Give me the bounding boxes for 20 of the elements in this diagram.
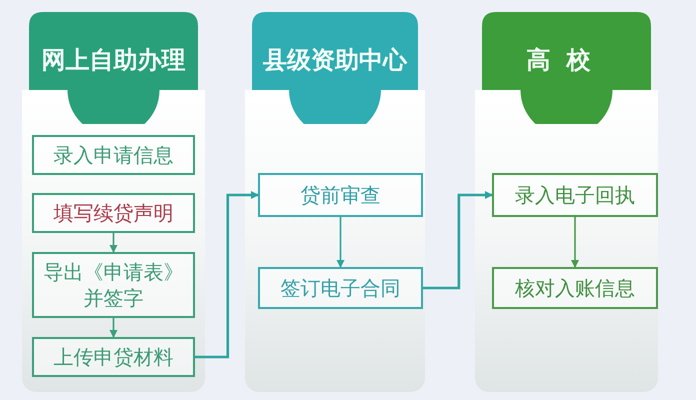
arrow xyxy=(423,191,493,290)
column-panel xyxy=(245,12,425,392)
column-panel xyxy=(22,12,205,392)
step-box: 上传申贷材料 xyxy=(32,337,195,377)
arrow xyxy=(110,233,118,253)
step-box: 填写续贷声明 xyxy=(32,193,195,233)
step-box: 录入申请信息 xyxy=(32,135,195,175)
arrow xyxy=(110,318,118,338)
arrow xyxy=(195,191,259,358)
step-box: 签订电子合同 xyxy=(258,267,423,309)
header-tab: 县级资助中心 xyxy=(252,12,418,124)
header-tab: 高校 xyxy=(482,12,651,124)
step-box: 导出《申请表》并签字 xyxy=(32,252,195,318)
arrow xyxy=(336,217,344,268)
step-box: 贷前审查 xyxy=(258,173,423,217)
header-tab: 网上自助办理 xyxy=(29,12,198,124)
step-box: 录入电子回执 xyxy=(492,173,658,217)
column-panel xyxy=(475,12,658,392)
step-box: 核对入账信息 xyxy=(492,267,658,309)
arrow xyxy=(571,217,579,268)
